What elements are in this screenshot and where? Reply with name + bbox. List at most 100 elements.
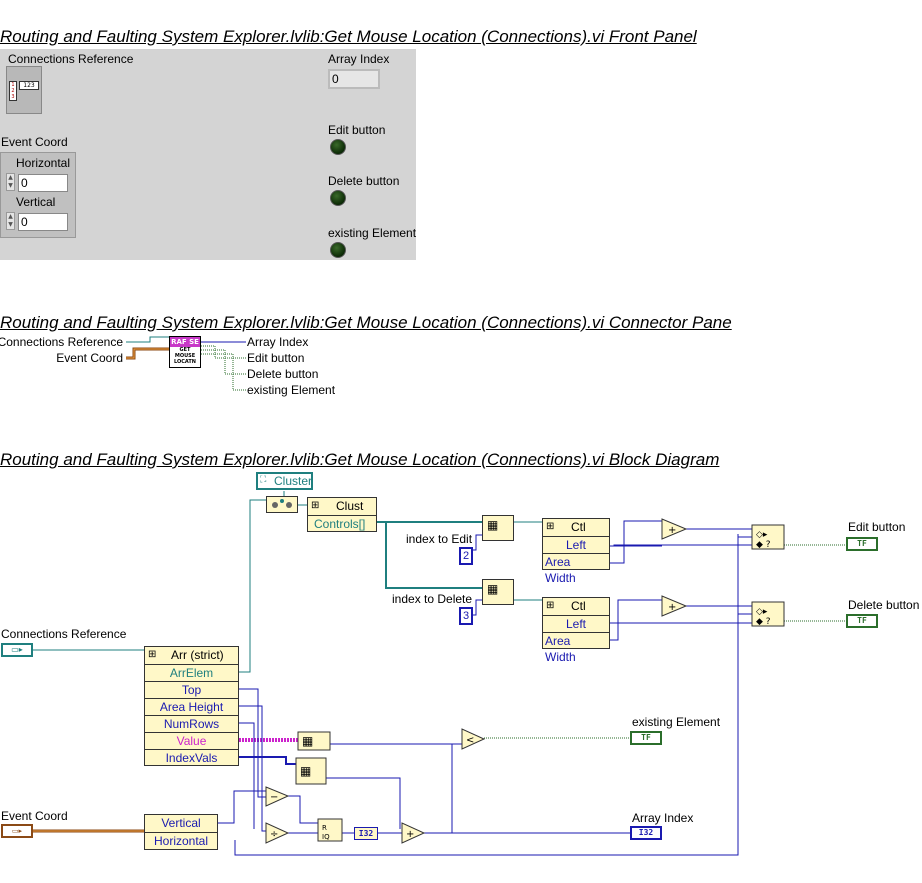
unbundle-row-vertical: Vertical [161,816,201,830]
ctl-property-node-edit: ⊞ Ctl Left Area Width [542,518,610,585]
arr-node-row: Area Height [145,698,238,715]
arr-node-header: ⊞ Arr (strict) [145,647,238,664]
existing-element-label: existing Element [328,226,417,240]
svg-text:+: + [668,525,676,536]
ctl-node-row-left: Left [543,536,609,553]
ctl-property-node-delete: ⊞ Ctl Left Area Width [542,597,610,664]
delete-button-label: Delete button [328,174,400,188]
arr-node-row: IndexVals [145,749,238,766]
svg-text:+: + [668,602,676,613]
clust-node-row-controls: Controls[] [308,515,376,532]
svg-text:R: R [322,824,327,832]
edit-button-led [330,139,346,155]
existing-element-terminal: TF [630,731,662,745]
vi-icon: RAF SE GET MOUSE LOCATN [169,336,201,368]
vi-icon-text: GET MOUSE LOCATN [170,347,200,365]
bd-connections-reference-label: Connections Reference [1,627,127,641]
bd-edit-button-label: Edit button [848,520,906,534]
svg-text:−: − [270,792,278,803]
array-index-terminal: I32 [630,826,662,840]
svg-text:▦: ▦ [302,734,313,748]
block-diagram-title: Routing and Faulting System Explorer.lvl… [0,450,720,469]
property-node-icon: ⊞ [148,649,157,660]
vi-icon-line: LOCATN [173,359,196,365]
ctl-node-header-text: Ctl [571,520,586,534]
arr-node-row: NumRows [145,715,238,732]
coord-unbundle-node: Vertical Horizontal [144,814,218,850]
vertical-input[interactable]: 0 [18,213,68,231]
arr-node-header-text: Arr (strict) [171,648,224,662]
delete-index-constant: 3 [459,607,473,625]
cluster-constant-label: Cluster [274,474,313,488]
delete-button-led [330,190,346,206]
svg-text:◆ ?: ◆ ? [756,617,771,627]
ctl-node-row-left: Left [543,615,609,632]
edit-button-terminal: TF [846,537,878,551]
vi-icon-line: GET [179,347,191,353]
bd-event-coord-label: Event Coord [1,809,68,823]
svg-text:+: + [406,829,414,840]
class-hierarchy-icon [272,499,292,508]
ctl-node-row-area-width: Area Width [543,553,609,585]
cp-input-connections-reference: Connections Reference [0,335,123,349]
index-to-edit-label: index to Edit [406,532,473,546]
connector-pane-title: Routing and Faulting System Explorer.lvl… [0,313,732,332]
horizontal-label: Horizontal [16,156,71,170]
property-node-icon: ⊞ [546,521,555,532]
bd-array-index-label: Array Index [632,811,694,825]
cp-output-existing-element: existing Element [247,383,336,397]
front-panel-title: Routing and Faulting System Explorer.lvl… [0,27,697,46]
cluster-icon: ⛶ [260,475,267,485]
svg-text:<: < [466,735,474,746]
array-index-label: Array Index [328,52,390,66]
to-more-specific-node [266,496,298,513]
unbundle-row-horizontal: Horizontal [145,832,217,849]
property-node-icon: ⊞ [546,600,555,611]
cluster-constant: ⛶ Cluster [256,472,313,490]
arr-node-row: Value [145,732,238,749]
horizontal-input[interactable]: 0 [18,174,68,192]
cp-output-delete-button: Delete button [247,367,319,381]
clust-node-header-text: Clust [336,499,364,513]
clust-property-node: ⊞ Clust Controls[] [307,497,377,532]
svg-text:▦: ▦ [300,764,311,778]
event-coord-cluster: Horizontal ▲▼ 0 Vertical ▲▼ 0 [0,152,76,238]
horizontal-spinner[interactable]: ▲▼ [6,173,15,191]
svg-text:◆ ?: ◆ ? [756,540,771,550]
vertical-spinner[interactable]: ▲▼ [6,212,15,230]
cp-input-event-coord: Event Coord [56,351,123,365]
arr-node-row: ArrElem [145,664,238,681]
svg-text:◇▸: ◇▸ [756,530,768,540]
refnum-glyph: 123 [19,81,39,90]
index-array-delete: ▦ [482,579,514,605]
index-array-edit: ▦ [482,515,514,541]
bd-existing-element-label: existing Element [632,715,721,729]
ctl-node-header: ⊞ Ctl [543,598,609,615]
cp-output-edit-button: Edit button [247,351,305,365]
cp-output-array-index: Array Index [247,335,309,349]
existing-element-led [330,242,346,258]
event-coord-label: Event Coord [1,135,68,149]
connections-reference-label: Connections Reference [8,52,134,66]
connections-reference-terminal[interactable]: ▭▸ [1,643,33,657]
bd-delete-button-label: Delete button [848,598,920,612]
arr-property-node: ⊞ Arr (strict) ArrElem Top Area Height N… [144,646,239,766]
ctl-node-header: ⊞ Ctl [543,519,609,536]
vi-icon-line: MOUSE [174,353,196,359]
edit-index-constant: 2 [459,547,473,565]
clust-node-header: ⊞ Clust [308,498,376,515]
to-i32-node: I32 [354,827,378,840]
svg-text:÷: ÷ [270,829,278,840]
ctl-node-row-area-width: Area Width [543,632,609,664]
ctl-node-header-text: Ctl [571,599,586,613]
arr-node-row: Top [145,681,238,698]
vertical-label: Vertical [16,195,56,209]
array-index-indicator: 0 [328,69,380,89]
property-node-icon: ⊞ [311,500,320,511]
svg-text:IQ: IQ [322,833,330,841]
event-coord-terminal[interactable]: ▭▸ [1,824,33,838]
delete-button-terminal: TF [846,614,878,628]
edit-button-label: Edit button [328,123,386,137]
